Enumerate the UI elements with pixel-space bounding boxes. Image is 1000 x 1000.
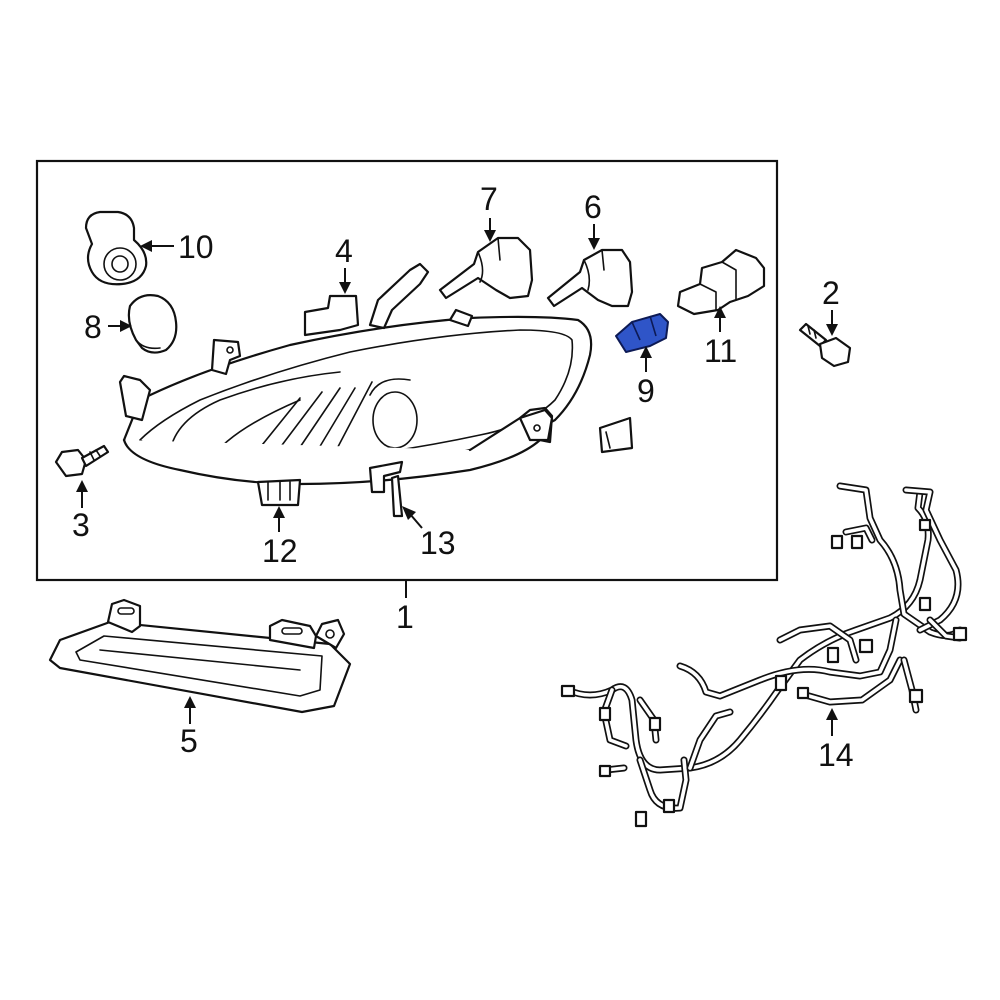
bulb-7[interactable] [438,236,534,300]
bulb-10[interactable] [84,210,148,286]
callout-5[interactable]: 5 [180,723,198,759]
callout-3[interactable]: 3 [72,507,90,543]
callout-14[interactable]: 14 [818,737,854,773]
bulb-socket-11[interactable] [676,248,766,316]
daytime-running-lamp-5[interactable] [48,598,352,714]
leader-lines [76,218,838,736]
callout-10[interactable]: 10 [178,229,214,265]
callout-6[interactable]: 6 [584,189,602,225]
callout-9[interactable]: 9 [637,373,655,409]
bulb-6[interactable] [546,248,634,308]
callout-4[interactable]: 4 [335,233,353,269]
callout-1[interactable]: 1 [396,599,414,635]
bolt-3[interactable] [54,444,110,478]
callout-labels: 10 8 4 7 6 11 9 2 3 12 13 1 5 14 [72,181,854,773]
callout-2[interactable]: 2 [822,275,840,311]
wiring-harness-14[interactable] [560,482,968,828]
headlamp-housing[interactable] [118,262,593,518]
bulb-8[interactable] [127,294,178,354]
callout-13[interactable]: 13 [420,525,456,561]
retainer-clip[interactable] [598,416,634,454]
callout-12[interactable]: 12 [262,533,298,569]
callout-8[interactable]: 8 [84,309,102,345]
callout-7[interactable]: 7 [480,181,498,217]
bolt-2[interactable] [798,322,852,368]
highlighted-bulb-9[interactable] [615,313,669,353]
callout-11[interactable]: 11 [704,333,737,369]
headlamp-assembly-frame [35,159,779,582]
